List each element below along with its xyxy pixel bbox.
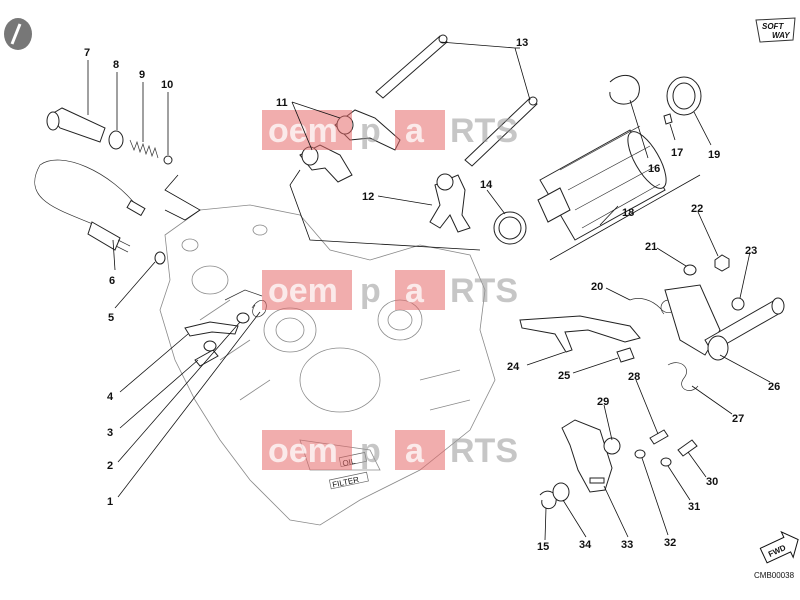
callout-8: 8 — [113, 59, 119, 71]
part-9-spring — [129, 139, 159, 159]
part-26-shaft — [664, 284, 785, 361]
part-2-washer — [236, 312, 250, 324]
part-14-ring-inner — [498, 216, 522, 240]
callout-17: 17 — [671, 147, 683, 159]
callout-5: 5 — [108, 312, 114, 324]
part-34-washer — [552, 482, 570, 502]
callout-18: 18 — [622, 207, 634, 219]
part-32-ring — [634, 449, 646, 459]
svg-text:RTS: RTS — [450, 432, 518, 470]
callout-22: 22 — [691, 203, 703, 215]
svg-text:a: a — [405, 272, 425, 310]
callout-2: 2 — [107, 460, 113, 472]
part-10-ball — [163, 155, 173, 165]
callout-25: 25 — [558, 370, 570, 382]
logo-soft: SOFT — [762, 22, 784, 31]
softway-logo: SOFT WAY — [755, 17, 796, 43]
part-8-washer — [108, 130, 124, 150]
callout-14: 14 — [480, 179, 493, 191]
part-27-spring — [667, 362, 699, 391]
part-21-washer — [683, 264, 697, 276]
part-19-ring-inner — [672, 82, 696, 110]
svg-text:a: a — [405, 432, 425, 470]
callout-6: 6 — [109, 275, 115, 287]
callout-31: 31 — [688, 501, 700, 513]
callout-30: 30 — [706, 476, 718, 488]
callout-12: 12 — [362, 191, 374, 203]
callout-15: 15 — [537, 541, 549, 553]
part-15-circlip — [539, 490, 557, 510]
callout-11: 11 — [276, 97, 288, 109]
callout-19: 19 — [708, 149, 720, 161]
callout-24: 24 — [507, 361, 520, 373]
part-25-bolt — [616, 347, 635, 363]
callout-27: 27 — [732, 413, 744, 425]
drawing-number: CMB00038 — [754, 571, 795, 580]
part-24-arm — [519, 315, 641, 353]
part-30-bolt — [677, 439, 698, 457]
callout-32: 32 — [664, 537, 676, 549]
callout-1: 1 — [107, 496, 113, 508]
svg-text:oem: oem — [268, 432, 338, 470]
watermark: oem p a RTS oem p a RTS oem p a RTS — [262, 110, 518, 470]
svg-text:RTS: RTS — [450, 272, 518, 310]
svg-text:RTS: RTS — [450, 112, 518, 150]
part-13-shafts — [375, 34, 538, 167]
case-label-filter: FILTER — [332, 475, 360, 489]
part-22-nut — [714, 254, 730, 272]
part-7-plug — [46, 107, 106, 143]
part-29-bushing — [603, 437, 621, 455]
part-3-bolt — [194, 340, 219, 367]
part-6-sensor — [34, 159, 146, 253]
callout-21: 21 — [645, 241, 657, 253]
svg-text:p: p — [360, 112, 381, 150]
callout-28: 28 — [628, 371, 640, 383]
part-12-fork — [429, 173, 471, 233]
callout-29: 29 — [597, 396, 609, 408]
corner-logo-icon — [4, 18, 32, 50]
part-23-bush — [731, 297, 745, 311]
callout-34: 34 — [579, 539, 592, 551]
leader-lines — [87, 41, 771, 541]
svg-text:p: p — [360, 272, 381, 310]
part-33-plate — [561, 419, 613, 493]
forward-arrow-icon: FWD — [759, 530, 799, 564]
svg-text:a: a — [405, 112, 425, 150]
callout-numbers: 7 8 9 10 6 5 4 3 2 1 11 12 13 14 15 16 1… — [84, 37, 780, 553]
callout-13: 13 — [516, 37, 528, 49]
logo-way: WAY — [772, 31, 790, 40]
callout-7: 7 — [84, 47, 90, 59]
part-4-pawl — [184, 321, 239, 337]
svg-text:oem: oem — [268, 272, 338, 310]
part-31-washer — [660, 457, 672, 467]
part-17-pin — [663, 113, 673, 125]
callout-3: 3 — [107, 427, 113, 439]
part-18-drum — [537, 125, 667, 241]
svg-text:p: p — [360, 432, 381, 470]
part-28-bolt — [649, 429, 669, 445]
callout-20: 20 — [591, 281, 603, 293]
callout-33: 33 — [621, 539, 633, 551]
callout-4: 4 — [107, 391, 114, 403]
callout-23: 23 — [745, 245, 757, 257]
part-5-ring — [154, 251, 166, 265]
part-16-circlip — [609, 75, 640, 105]
spring-arm — [224, 289, 263, 301]
callout-10: 10 — [161, 79, 173, 91]
callout-26: 26 — [768, 381, 780, 393]
callout-9: 9 — [139, 69, 145, 81]
crankcase: OIL FILTER — [159, 204, 496, 526]
svg-text:oem: oem — [268, 112, 338, 150]
callout-16: 16 — [648, 163, 660, 175]
